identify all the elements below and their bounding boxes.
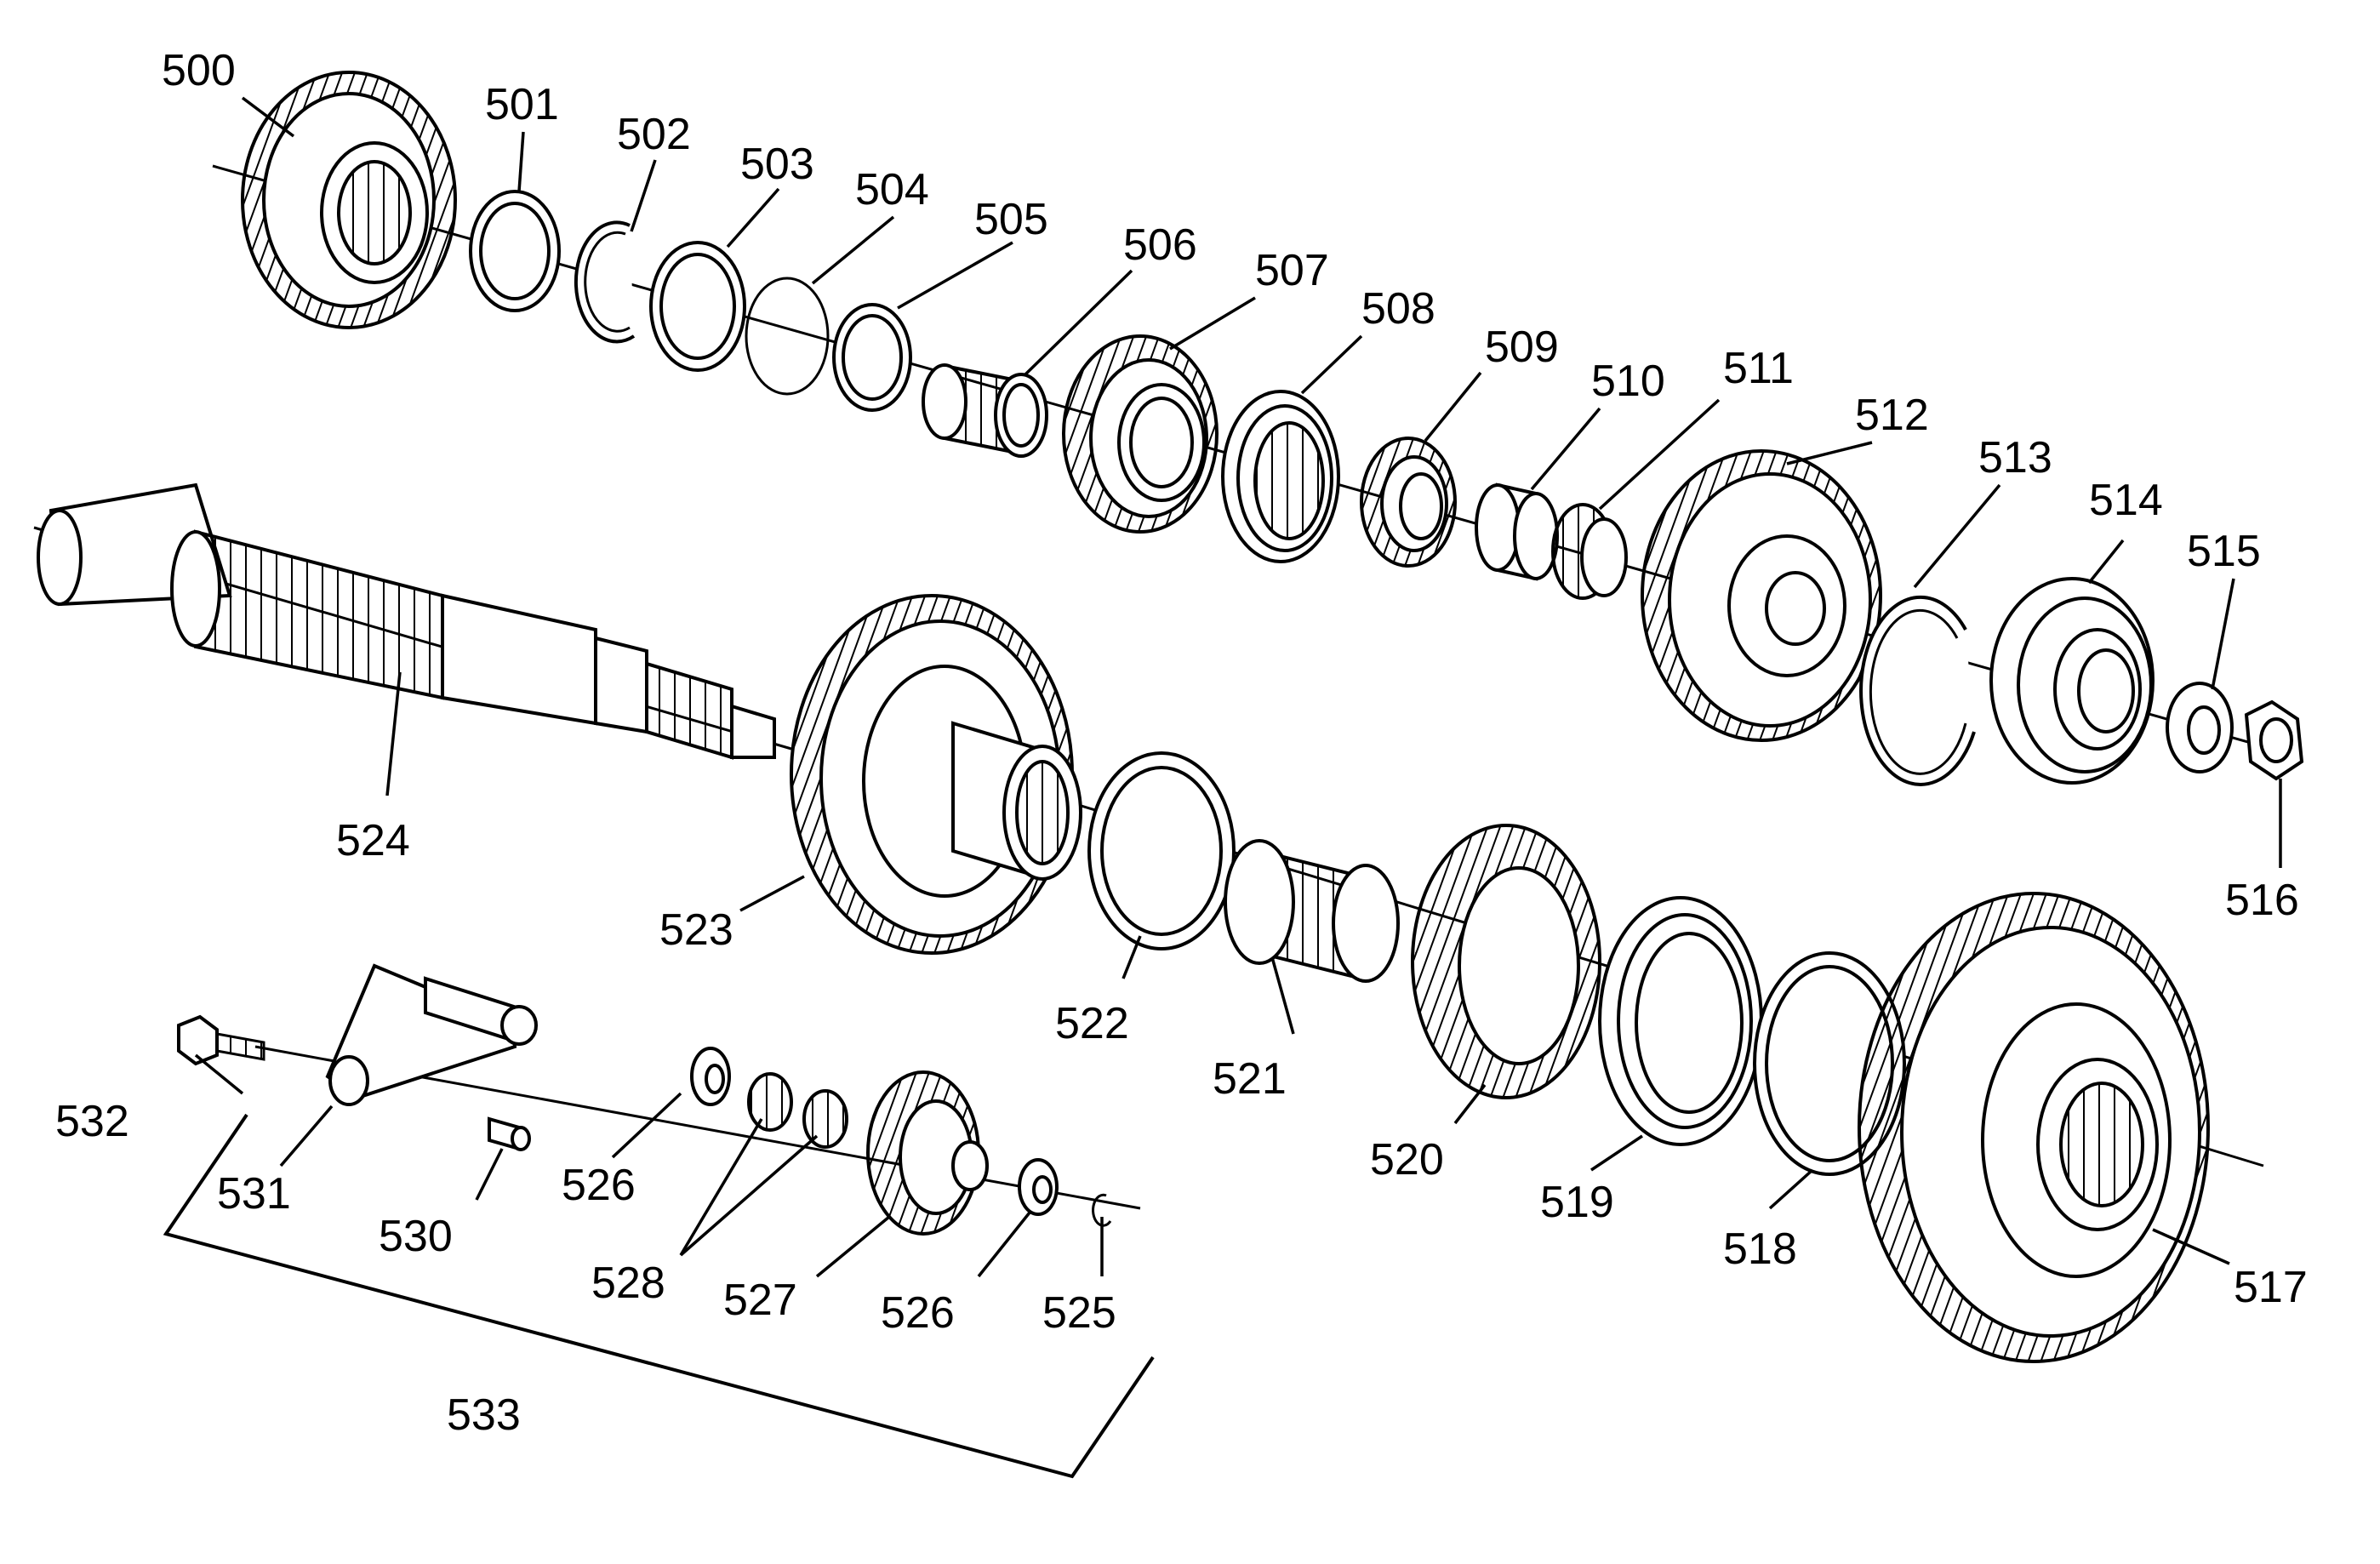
callout-504: 504: [855, 165, 929, 214]
part-526-washer-left: [690, 1047, 731, 1106]
callout-522: 522: [1055, 999, 1129, 1048]
callout-503: 503: [740, 140, 814, 189]
part-520-gear: [1411, 824, 1601, 1099]
callout-500: 500: [162, 46, 236, 95]
callout-508: 508: [1361, 284, 1435, 334]
part-509-gear: [1360, 437, 1457, 568]
part-510-sleeve: [1475, 482, 1559, 581]
part-506-needle-bearing: [922, 363, 1048, 458]
callout-525: 525: [1042, 1288, 1116, 1338]
part-513-snap-ring: [1859, 595, 1976, 786]
leader-lines: [194, 96, 2282, 1278]
part-525-retaining-clip: [1092, 1193, 1112, 1227]
callout-509: 509: [1485, 323, 1559, 372]
callout-510: 510: [1591, 357, 1665, 406]
part-508-synchronizer: [1221, 390, 1340, 563]
callout-532: 532: [55, 1097, 129, 1146]
callout-516: 516: [2225, 876, 2299, 925]
callout-511: 511: [1723, 344, 1794, 393]
part-503-ring: [649, 241, 746, 372]
part-531-bracket: [325, 963, 538, 1106]
callout-513: 513: [1978, 433, 2052, 482]
part-505-ring: [832, 303, 912, 412]
part-514-ball-bearing: [1989, 577, 2155, 785]
part-528-needle-bearings: [747, 1072, 848, 1149]
part-502-snap-ring: [574, 220, 636, 344]
part-524-main-shaft: [33, 482, 792, 760]
callout-512: 512: [1855, 391, 1929, 440]
callout-502: 502: [617, 110, 691, 159]
callout-530: 530: [379, 1212, 453, 1261]
assembly-533-bracket: [163, 1113, 1155, 1479]
part-521-needle-bearing: [1224, 839, 1400, 983]
part-515-washer: [2166, 682, 2234, 773]
callout-514: 514: [2089, 476, 2163, 525]
part-526-washer-right: [1018, 1158, 1059, 1216]
callout-523: 523: [659, 905, 733, 955]
callout-521: 521: [1213, 1054, 1287, 1104]
callout-labels: 500 501 502 503 504 505 506 507 508 509 …: [55, 46, 2308, 1440]
part-517-gear: [1858, 892, 2210, 1363]
part-530-pin: [488, 1116, 531, 1151]
part-523-gear: [790, 594, 1082, 955]
part-512-gear: [1641, 449, 1882, 742]
callout-507: 507: [1255, 246, 1329, 295]
callout-524: 524: [336, 816, 410, 865]
callout-533: 533: [447, 1390, 521, 1440]
part-511-needle-bearing: [1551, 503, 1628, 600]
part-527-gear: [866, 1070, 989, 1236]
part-500-gear: [241, 71, 457, 329]
callout-527: 527: [723, 1276, 797, 1325]
callout-519: 519: [1540, 1178, 1614, 1227]
callout-528: 528: [591, 1259, 665, 1308]
part-522-thrust-bearing: [1087, 751, 1236, 950]
part-504-snap-ring: [745, 277, 830, 396]
callout-501: 501: [485, 80, 559, 129]
callout-526-right: 526: [881, 1288, 955, 1338]
part-501-thrust-washer: [469, 190, 561, 312]
part-532-bolt: [177, 1014, 265, 1066]
callout-531: 531: [217, 1169, 291, 1219]
callout-520: 520: [1370, 1135, 1444, 1184]
callout-526-left: 526: [562, 1161, 636, 1210]
part-519-thrust-bearing: [1598, 896, 1763, 1146]
part-516-nut: [2244, 699, 2304, 781]
callout-517: 517: [2234, 1263, 2308, 1312]
callout-505: 505: [974, 195, 1048, 244]
callout-515: 515: [2187, 527, 2261, 576]
callout-506: 506: [1123, 220, 1197, 270]
callout-518: 518: [1723, 1224, 1797, 1274]
part-507-gear: [1062, 334, 1219, 534]
